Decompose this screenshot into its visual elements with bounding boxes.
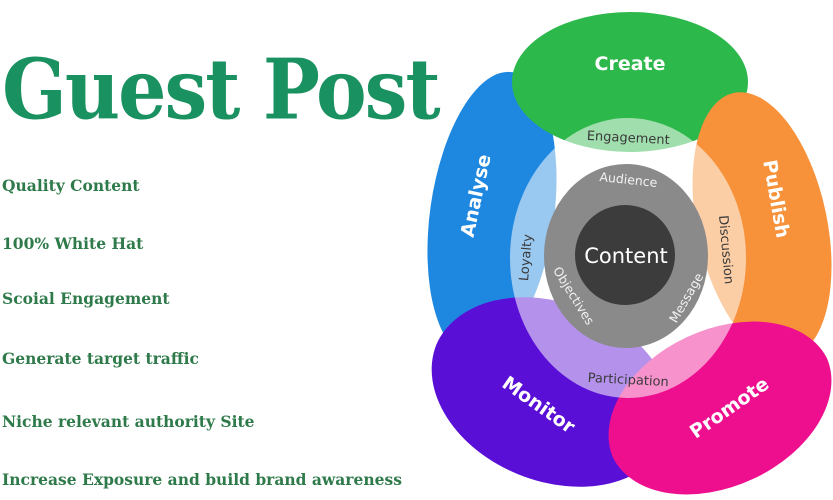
feature-item: Increase Exposure and build brand awaren… bbox=[2, 470, 402, 489]
feature-item: 100% White Hat bbox=[2, 234, 144, 253]
feature-item: Quality Content bbox=[2, 176, 140, 195]
label-audience: Audience bbox=[599, 169, 659, 190]
label-discussion: Discussion bbox=[715, 215, 736, 285]
petal-create bbox=[512, 12, 748, 152]
label-content: Content bbox=[584, 244, 668, 268]
feature-item: Generate target traffic bbox=[2, 349, 199, 368]
label-participation: Participation bbox=[587, 371, 669, 390]
content-core bbox=[575, 205, 675, 305]
label-loyalty: Loyalty bbox=[517, 233, 536, 281]
page-title: Guest Post bbox=[2, 40, 441, 139]
label-engagement: Engagement bbox=[586, 129, 670, 148]
feature-item: Niche relevant authority Site bbox=[2, 412, 255, 431]
feature-item: Scoial Engagement bbox=[2, 289, 170, 308]
label-create: Create bbox=[595, 53, 666, 75]
